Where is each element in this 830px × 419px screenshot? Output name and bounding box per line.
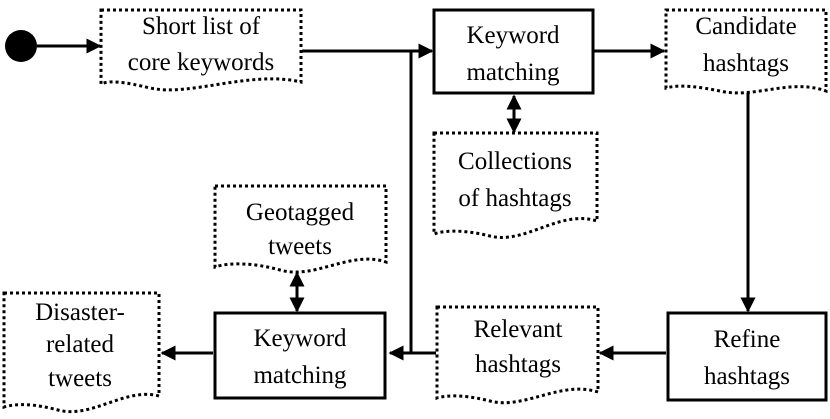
process-refine-hashtags: Refine hashtags	[666, 311, 828, 402]
connectors	[37, 38, 756, 361]
process-keyword-matching-bottom: Keyword matching	[213, 311, 387, 400]
collections-hashtags-line-1: Collections	[458, 148, 572, 175]
refine-hashtags-line-1: Refine	[714, 326, 781, 353]
doc-core-keywords: Short list of core keywords	[99, 8, 303, 92]
keyword-matching-bottom-line-2: matching	[253, 362, 347, 389]
doc-candidate-hashtags: Candidate hashtags	[664, 8, 828, 95]
candidate-hashtags-line-1: Candidate	[695, 13, 796, 40]
doc-geotagged-tweets: Geotagged tweets	[213, 184, 388, 274]
doc-disaster-related-tweets: Disaster- related tweets	[2, 291, 161, 413]
collections-hashtags-line-2: of hashtags	[458, 185, 571, 212]
candidate-hashtags-line-2: hashtags	[703, 50, 789, 77]
keyword-matching-bottom-line-1: Keyword	[253, 325, 347, 352]
core-keywords-line-1: Short list of	[142, 13, 261, 40]
disaster-tweets-line-1: Disaster-	[35, 299, 125, 326]
relevant-hashtags-line-1: Relevant	[474, 316, 563, 343]
disaster-tweets-line-2: related	[46, 331, 115, 358]
start-node	[5, 30, 37, 62]
process-keyword-matching-top: Keyword matching	[432, 8, 595, 95]
relevant-hashtags-line-2: hashtags	[475, 351, 561, 378]
doc-relevant-hashtags: Relevant hashtags	[435, 305, 600, 405]
doc-collections-hashtags: Collections of hashtags	[432, 131, 599, 239]
keyword-matching-top-line-1: Keyword	[466, 22, 560, 49]
geotagged-tweets-line-1: Geotagged	[246, 199, 355, 226]
core-keywords-line-2: core keywords	[128, 49, 274, 76]
disaster-tweets-line-3: tweets	[48, 365, 112, 392]
refine-hashtags-line-2: hashtags	[704, 363, 790, 390]
keyword-matching-top-line-2: matching	[466, 59, 560, 86]
line-core-keywords-branch	[390, 51, 413, 355]
geotagged-tweets-line-2: tweets	[268, 233, 332, 260]
